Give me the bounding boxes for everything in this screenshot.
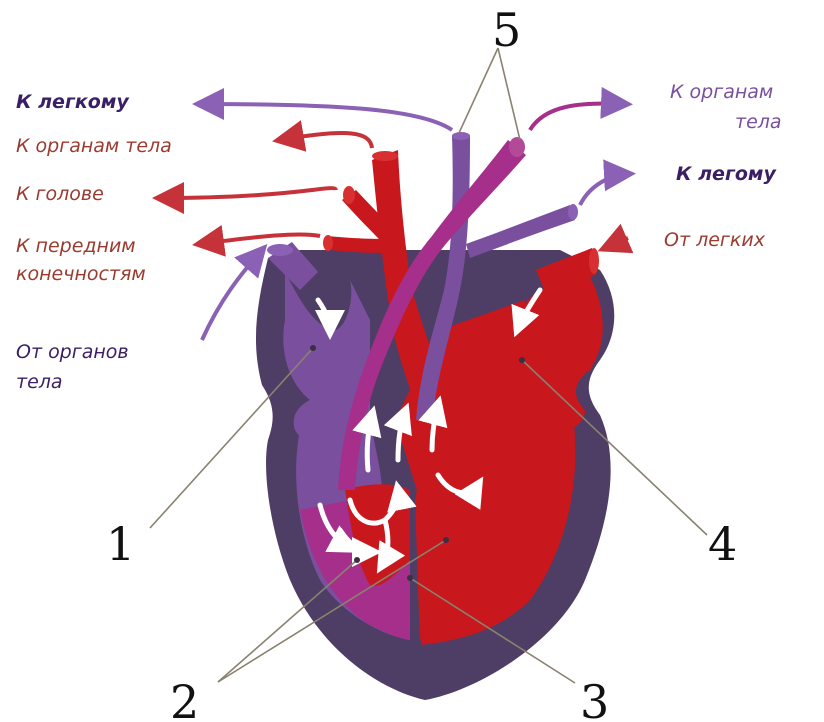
arrow-to-lung-right <box>580 174 628 205</box>
vessel-cap-aorta <box>372 151 398 161</box>
vessel-cap-body <box>509 137 525 157</box>
number-5: 5 <box>492 3 521 57</box>
label-to-head: К голове <box>16 183 104 205</box>
vessel-cap-pulmonary <box>452 132 470 140</box>
label-from-body-organs-2: тела <box>16 371 63 393</box>
vessel-cap-head <box>343 186 355 204</box>
number-3: 3 <box>580 675 609 722</box>
arrow-to-forelimbs <box>200 234 320 244</box>
label-to-forelimbs-1: К передним <box>16 235 136 257</box>
label-to-body-organs-right-1: К органам <box>670 81 773 103</box>
arrow-to-body-right <box>530 103 625 130</box>
label-from-body-organs-1: От органов <box>16 341 129 363</box>
vessel-cap-forelimb <box>323 235 333 251</box>
label-to-body-organs-right-2: тела <box>735 111 782 133</box>
arrow-to-body-left <box>280 133 372 148</box>
vessel-cap-vena-cava <box>267 244 293 256</box>
label-to-forelimbs-2: конечностям <box>16 263 146 285</box>
label-from-lungs: От легких <box>664 229 766 251</box>
vessel-cap-from-lungs <box>589 248 599 274</box>
arrow-to-head <box>160 188 336 198</box>
arrow-to-lung-left <box>200 104 452 130</box>
label-to-lung-right: К легому <box>676 163 777 185</box>
arrow-from-lungs <box>605 238 628 248</box>
arrow-from-body-organs <box>202 250 262 340</box>
vessel-cap-lung-right <box>568 204 578 220</box>
number-4: 4 <box>708 517 737 571</box>
label-to-body-organs-left: К органам тела <box>16 135 172 157</box>
number-1: 1 <box>106 517 135 571</box>
label-to-lung-left: К легкому <box>16 91 130 113</box>
number-2: 2 <box>170 675 199 722</box>
